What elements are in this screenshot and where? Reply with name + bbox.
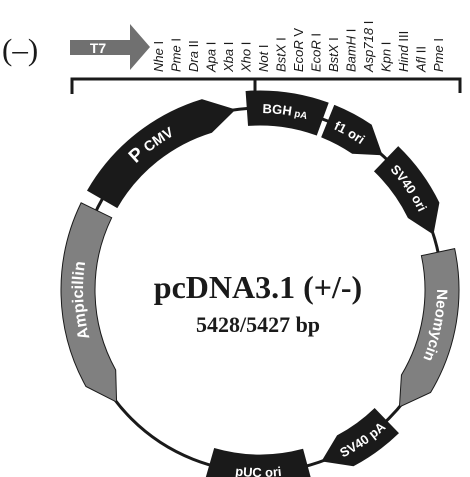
feature-shape (86, 99, 236, 209)
mcs-site-label: Pme I (169, 38, 184, 72)
mcs-site-label: BstX I (274, 37, 289, 72)
feature-shape (245, 90, 329, 136)
plasmid-size: 5428/5427 bp (196, 312, 320, 337)
mcs-site-label: EcoR I (309, 33, 324, 72)
mcs-bracket (70, 77, 462, 94)
feature-sv40ori: SV40 ori (373, 146, 440, 235)
feature-sv40pa: SV40 pA (321, 407, 399, 467)
mcs-site-label: Xba I (221, 42, 236, 73)
feature-shape (321, 104, 383, 156)
mcs-site-label: BstX I (326, 37, 341, 72)
mcs-site-label: BamH I (344, 29, 359, 72)
feature-shape (60, 202, 118, 403)
mcs-site-label: Afl II (414, 46, 429, 73)
feature-shape (398, 248, 460, 408)
feature-shape (373, 146, 440, 235)
feature-label: pUC ori (235, 463, 283, 477)
mcs-site-label: Pme I (431, 38, 446, 72)
feature-bgh: BGH pA (245, 90, 329, 136)
feature-pcmv: P CMV (86, 99, 236, 209)
feature-f1: f1 ori (321, 104, 383, 156)
mcs-site-label: Hind III (396, 31, 411, 72)
mcs-site-label: Nhe I (151, 41, 166, 72)
mcs-site-label: Not I (256, 45, 271, 72)
t7-arrow (70, 24, 150, 70)
feature-amp: Ampicillin (60, 202, 118, 403)
plasmid-name: pcDNA3.1 (+/-) (154, 269, 362, 305)
mcs-site-label: Kpn I (379, 42, 394, 72)
mcs-site-label: Apa I (204, 42, 219, 73)
feature-puc: pUC ori (205, 447, 311, 477)
feature-shape (205, 447, 311, 477)
mcs-site-label: Xho I (239, 42, 254, 73)
feature-label: BGH pA (262, 101, 308, 122)
strand-label: (–) (2, 32, 38, 67)
mcs-site-label: EcoR V (291, 28, 306, 72)
feature-neo: Neomycin (398, 248, 460, 408)
mcs-site-label: Asp718 I (361, 21, 376, 73)
t7-label: T7 (90, 40, 107, 56)
mcs-site-label: Dra II (186, 40, 201, 72)
feature-shape (321, 407, 399, 467)
